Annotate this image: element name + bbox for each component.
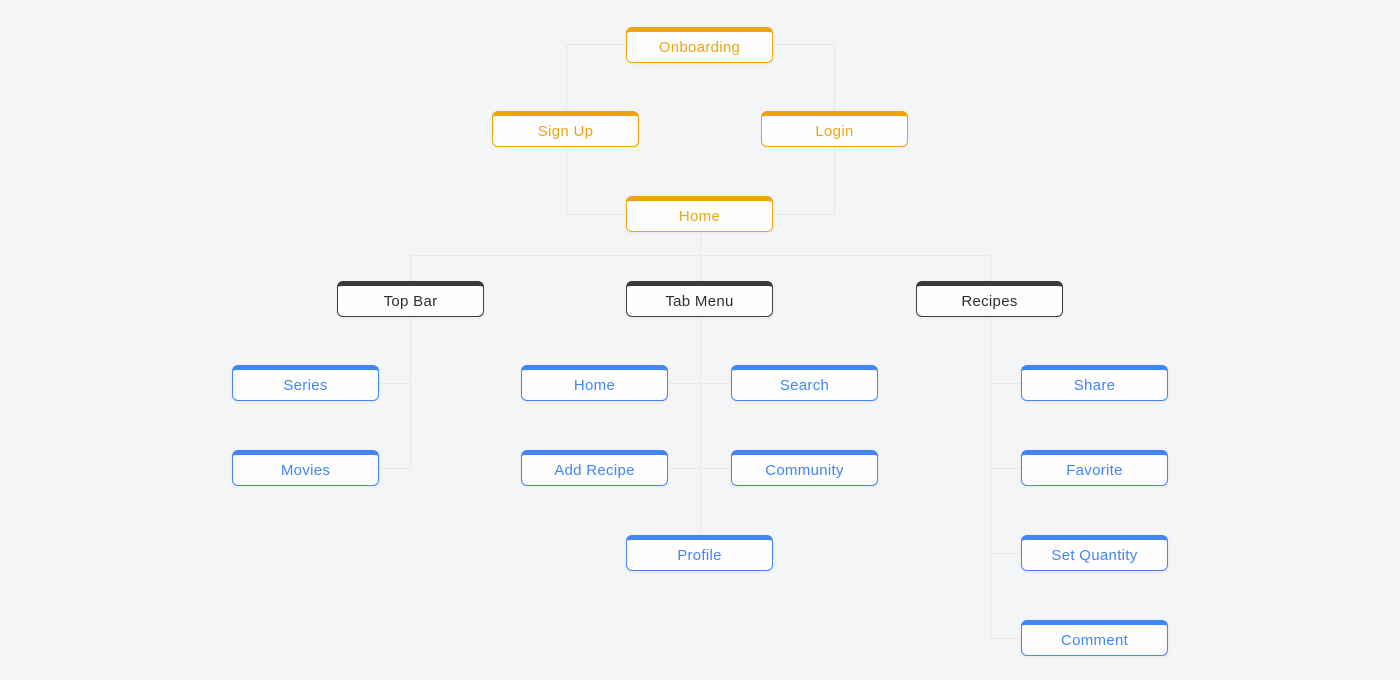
node-label: Share <box>1073 376 1116 394</box>
node-search[interactable]: Search <box>731 365 878 401</box>
node-recipes[interactable]: Recipes <box>916 281 1063 317</box>
connector-line <box>990 317 991 638</box>
connector-line <box>668 383 732 384</box>
connector-line <box>668 468 732 469</box>
node-onboarding[interactable]: Onboarding <box>626 27 773 63</box>
connector-line <box>700 232 701 255</box>
connector-line <box>990 638 1021 639</box>
node-label: Sign Up <box>537 122 594 140</box>
connector-line <box>700 317 701 535</box>
connector-line <box>410 255 411 281</box>
node-top-bar[interactable]: Top Bar <box>337 281 484 317</box>
connector-line <box>379 468 410 469</box>
node-label: Movies <box>280 461 331 479</box>
node-home[interactable]: Home <box>626 196 773 232</box>
node-label: Profile <box>677 546 722 564</box>
node-label: Top Bar <box>383 292 438 310</box>
node-label: Series <box>283 376 328 394</box>
connector-line <box>990 255 991 281</box>
node-series[interactable]: Series <box>232 365 379 401</box>
node-label: Tab Menu <box>665 292 734 310</box>
node-add-recipe[interactable]: Add Recipe <box>521 450 668 486</box>
node-profile[interactable]: Profile <box>626 535 773 571</box>
connector-line <box>700 255 701 281</box>
node-label: Set Quantity <box>1051 546 1138 564</box>
connector-line <box>410 317 411 468</box>
node-community[interactable]: Community <box>731 450 878 486</box>
connector-line <box>990 383 1021 384</box>
connector-line <box>990 553 1021 554</box>
node-label: Onboarding <box>658 38 741 56</box>
node-label: Community <box>765 461 844 479</box>
node-comment[interactable]: Comment <box>1021 620 1168 656</box>
node-label: Add Recipe <box>554 461 635 479</box>
connector-line <box>990 468 1021 469</box>
node-label: Login <box>815 122 854 140</box>
connector-line <box>379 383 410 384</box>
node-label: Recipes <box>961 292 1018 310</box>
node-label: Search <box>779 376 830 394</box>
node-label: Home <box>678 207 721 225</box>
node-movies[interactable]: Movies <box>232 450 379 486</box>
node-sign-up[interactable]: Sign Up <box>492 111 639 147</box>
node-tab-menu[interactable]: Tab Menu <box>626 281 773 317</box>
node-tab-home[interactable]: Home <box>521 365 668 401</box>
node-set-quantity[interactable]: Set Quantity <box>1021 535 1168 571</box>
node-login[interactable]: Login <box>761 111 908 147</box>
node-share[interactable]: Share <box>1021 365 1168 401</box>
node-label: Favorite <box>1066 461 1123 479</box>
node-label: Home <box>573 376 616 394</box>
node-label: Comment <box>1060 631 1129 649</box>
node-favorite[interactable]: Favorite <box>1021 450 1168 486</box>
